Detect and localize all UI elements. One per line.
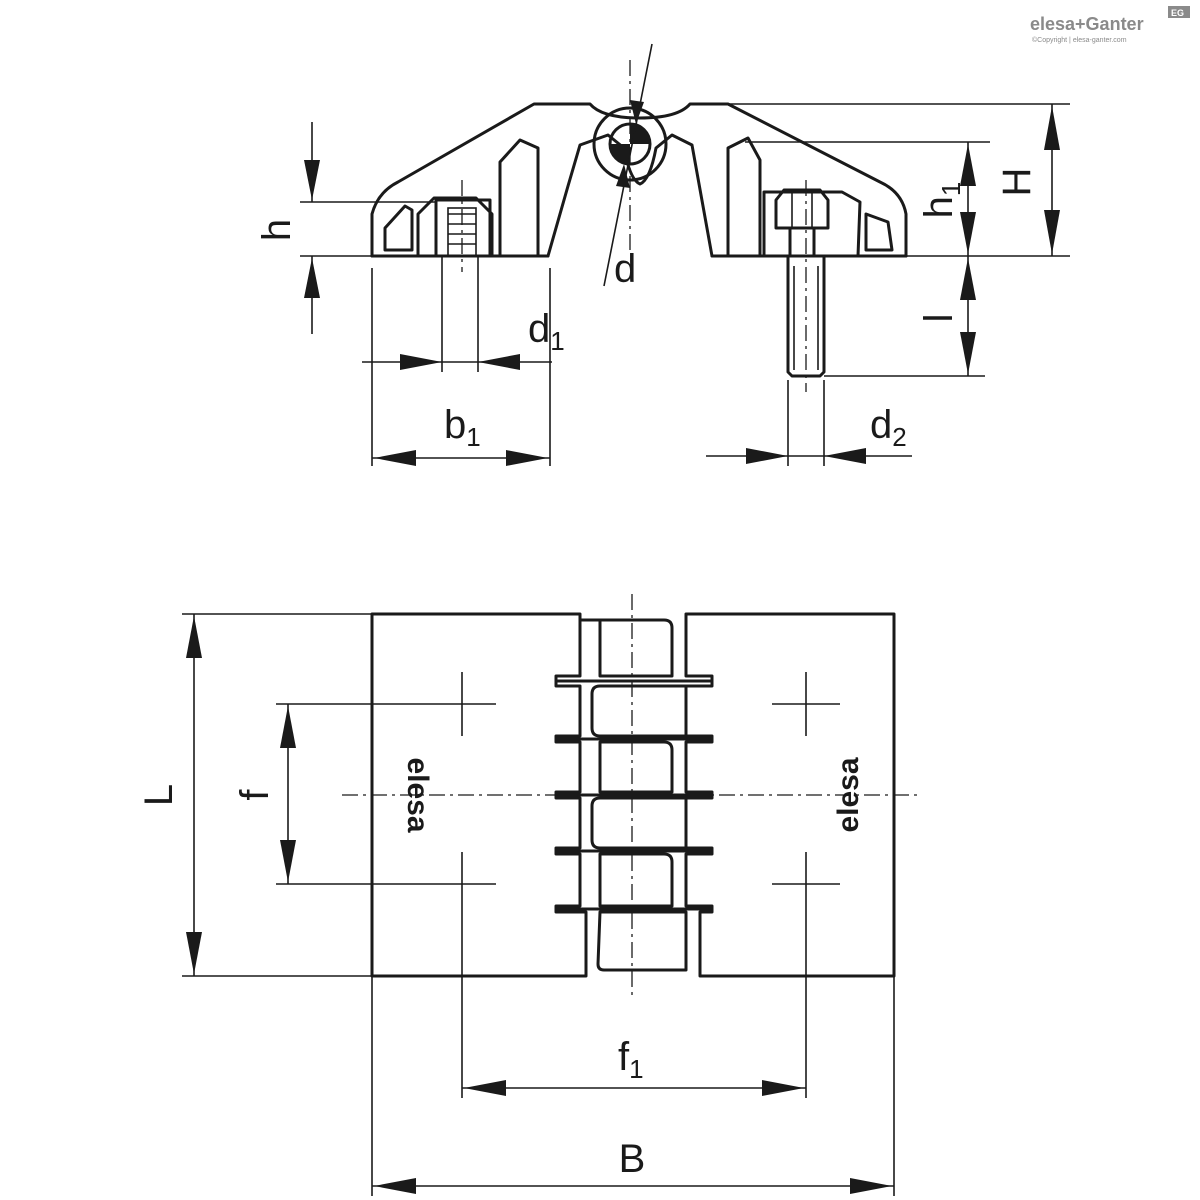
brand-badge: EG [1171,8,1184,18]
elesa-mark-right: elesa [832,757,865,832]
elesa-mark-left: elesa [401,757,434,832]
right-void [726,136,762,258]
dimension-b1: b1 [371,268,551,466]
label-d2: d2 [870,403,907,452]
threaded-insert [434,180,492,272]
brand-copyright: ©Copyright | elesa-ganter.com [1032,36,1127,44]
dimension-f: f [233,703,428,885]
left-void [498,138,540,258]
brand-logo: elesa+Ganter EG ©Copyright | elesa-gante… [1030,6,1190,44]
dimension-d1: d1 [362,256,565,372]
side-section-view: H h1 l h [255,43,1070,466]
dimension-B: B [371,976,895,1196]
brand-badge-box [1168,6,1190,18]
label-L: L [137,784,181,806]
label-H: H [995,168,1039,197]
label-h1: h1 [917,182,966,219]
dimension-f1: f1 [461,916,807,1098]
right-leaf [684,612,896,978]
dimension-h: h [255,122,436,334]
left-leaf [370,612,588,978]
label-f: f [233,789,277,801]
label-h: h [255,219,299,241]
dimension-H: H [728,103,1070,257]
stud-screw [774,180,830,392]
dimension-L: L [137,613,372,977]
label-d: d [614,247,636,291]
dimension-d2: d2 [706,380,912,466]
label-d1: d1 [528,307,565,356]
right-void-outer [864,212,894,252]
dimension-l: l [824,256,985,377]
left-void-outer [383,204,414,252]
label-f1: f1 [618,1035,644,1084]
brand-name: elesa+Ganter [1030,14,1144,34]
label-b1: b1 [444,403,481,452]
mounting-hole-marks [428,672,840,916]
dimension-d: d [603,43,653,291]
label-B: B [619,1137,646,1181]
top-view: elesa elesa L f f1 [137,594,918,1196]
dimension-h1: h1 [745,141,990,256]
label-l: l [917,314,961,323]
